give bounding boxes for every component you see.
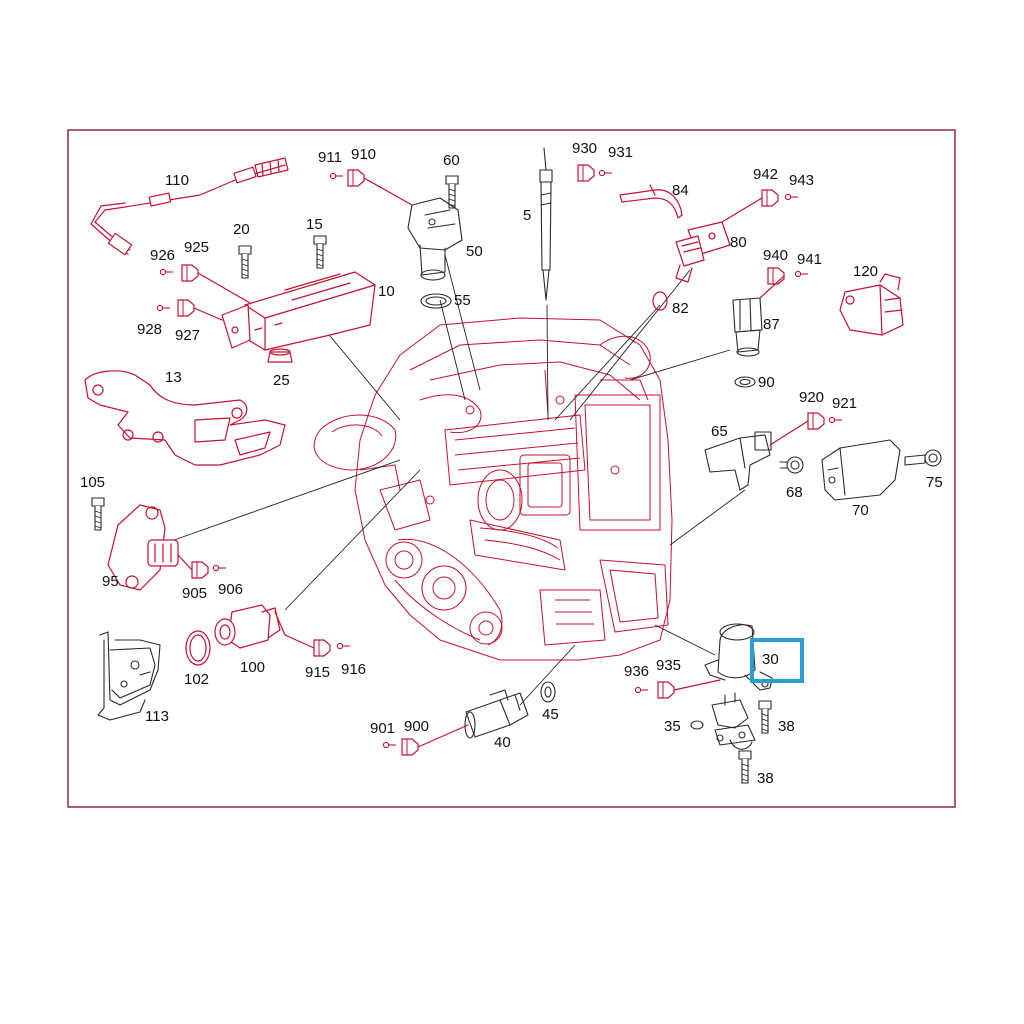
- label-50: 50: [466, 243, 483, 260]
- linkage-35: [690, 692, 756, 750]
- label-942: 942: [753, 166, 778, 183]
- label-105: 105: [80, 474, 105, 491]
- sensor-120: [839, 273, 904, 336]
- label-900: 900: [404, 718, 429, 735]
- label-936: 936: [624, 663, 649, 680]
- bolt-38-upper: [758, 700, 772, 734]
- label-10: 10: [378, 283, 395, 300]
- sensor-40: [464, 689, 529, 739]
- label-906: 906: [218, 581, 243, 598]
- label-80: 80: [730, 234, 747, 251]
- label-110: 110: [165, 172, 189, 189]
- label-38-upper: 38: [778, 718, 795, 735]
- label-941: 941: [797, 251, 822, 268]
- label-916: 916: [341, 661, 366, 678]
- seal-ring-102: [185, 630, 211, 666]
- label-65: 65: [711, 423, 728, 440]
- label-905: 905: [182, 585, 207, 602]
- label-927: 927: [175, 327, 200, 344]
- label-40: 40: [494, 734, 511, 751]
- label-38-lower: 38: [757, 770, 774, 787]
- bolt-75: [904, 449, 942, 467]
- label-25: 25: [273, 372, 290, 389]
- part-labels: 5 10 13 15 20 25 30 35 38 38 40 45 50 55…: [80, 140, 943, 787]
- pressure-sensor-87: [732, 297, 763, 357]
- actuator-30: [704, 623, 773, 691]
- label-35: 35: [664, 718, 681, 735]
- label-75: 75: [926, 474, 943, 491]
- washer-90: [734, 376, 756, 388]
- label-5: 5: [523, 207, 531, 224]
- label-930: 930: [572, 140, 597, 157]
- label-30: 30: [762, 651, 779, 668]
- label-90: 90: [758, 374, 775, 391]
- label-921: 921: [832, 395, 857, 412]
- label-15: 15: [306, 216, 323, 233]
- label-935: 935: [656, 657, 681, 674]
- label-920: 920: [799, 389, 824, 406]
- label-20: 20: [233, 221, 250, 238]
- bolt-15: [313, 235, 327, 269]
- bolt-20: [238, 245, 252, 279]
- label-926: 926: [150, 247, 175, 264]
- label-940: 940: [763, 247, 788, 264]
- bolt-68: [779, 456, 804, 474]
- label-68: 68: [786, 484, 803, 501]
- bracket-113: [97, 631, 161, 721]
- label-113: 113: [145, 708, 169, 725]
- label-910: 910: [351, 146, 376, 163]
- label-915: 915: [305, 664, 330, 681]
- label-13: 13: [165, 369, 182, 386]
- label-82: 82: [672, 300, 689, 317]
- mounting-bracket: [84, 370, 286, 466]
- label-911: 911: [318, 149, 342, 166]
- label-87: 87: [763, 316, 780, 333]
- bolt-105: [91, 497, 105, 531]
- label-925: 925: [184, 239, 209, 256]
- label-100: 100: [240, 659, 265, 676]
- bolt-38-lower: [738, 750, 752, 784]
- label-120: 120: [853, 263, 878, 280]
- exhaust-temperature-sensor: [90, 157, 289, 256]
- glow-plug-5: [539, 147, 553, 301]
- label-102: 102: [184, 671, 209, 688]
- control-unit-bracket: [221, 271, 376, 351]
- label-55: 55: [454, 292, 471, 309]
- leader-lines: [159, 254, 746, 706]
- grommet-25: [267, 348, 293, 363]
- seal-ring-82: [652, 291, 668, 311]
- engine-assembly: [313, 317, 673, 661]
- label-931: 931: [608, 144, 633, 161]
- label-84: 84: [672, 182, 689, 199]
- camshaft-sensor-50: [407, 197, 463, 281]
- label-95: 95: [102, 573, 119, 590]
- sensor-100: [214, 604, 286, 649]
- label-943: 943: [789, 172, 814, 189]
- pressure-sensor-95: [107, 504, 179, 591]
- seal-ring-45: [540, 681, 556, 703]
- sensor-80: [675, 221, 731, 283]
- highlight-box[interactable]: [750, 638, 804, 683]
- label-70: 70: [852, 502, 869, 519]
- label-60: 60: [443, 152, 460, 169]
- sensor-65: [704, 431, 772, 491]
- connector-leaders: [177, 177, 809, 748]
- diagram-frame: [67, 129, 956, 808]
- seal-ring-55: [420, 293, 452, 309]
- label-45: 45: [542, 706, 559, 723]
- cover-70: [821, 439, 901, 501]
- label-928: 928: [137, 321, 162, 338]
- label-901: 901: [370, 720, 395, 737]
- clip-84: [619, 184, 683, 219]
